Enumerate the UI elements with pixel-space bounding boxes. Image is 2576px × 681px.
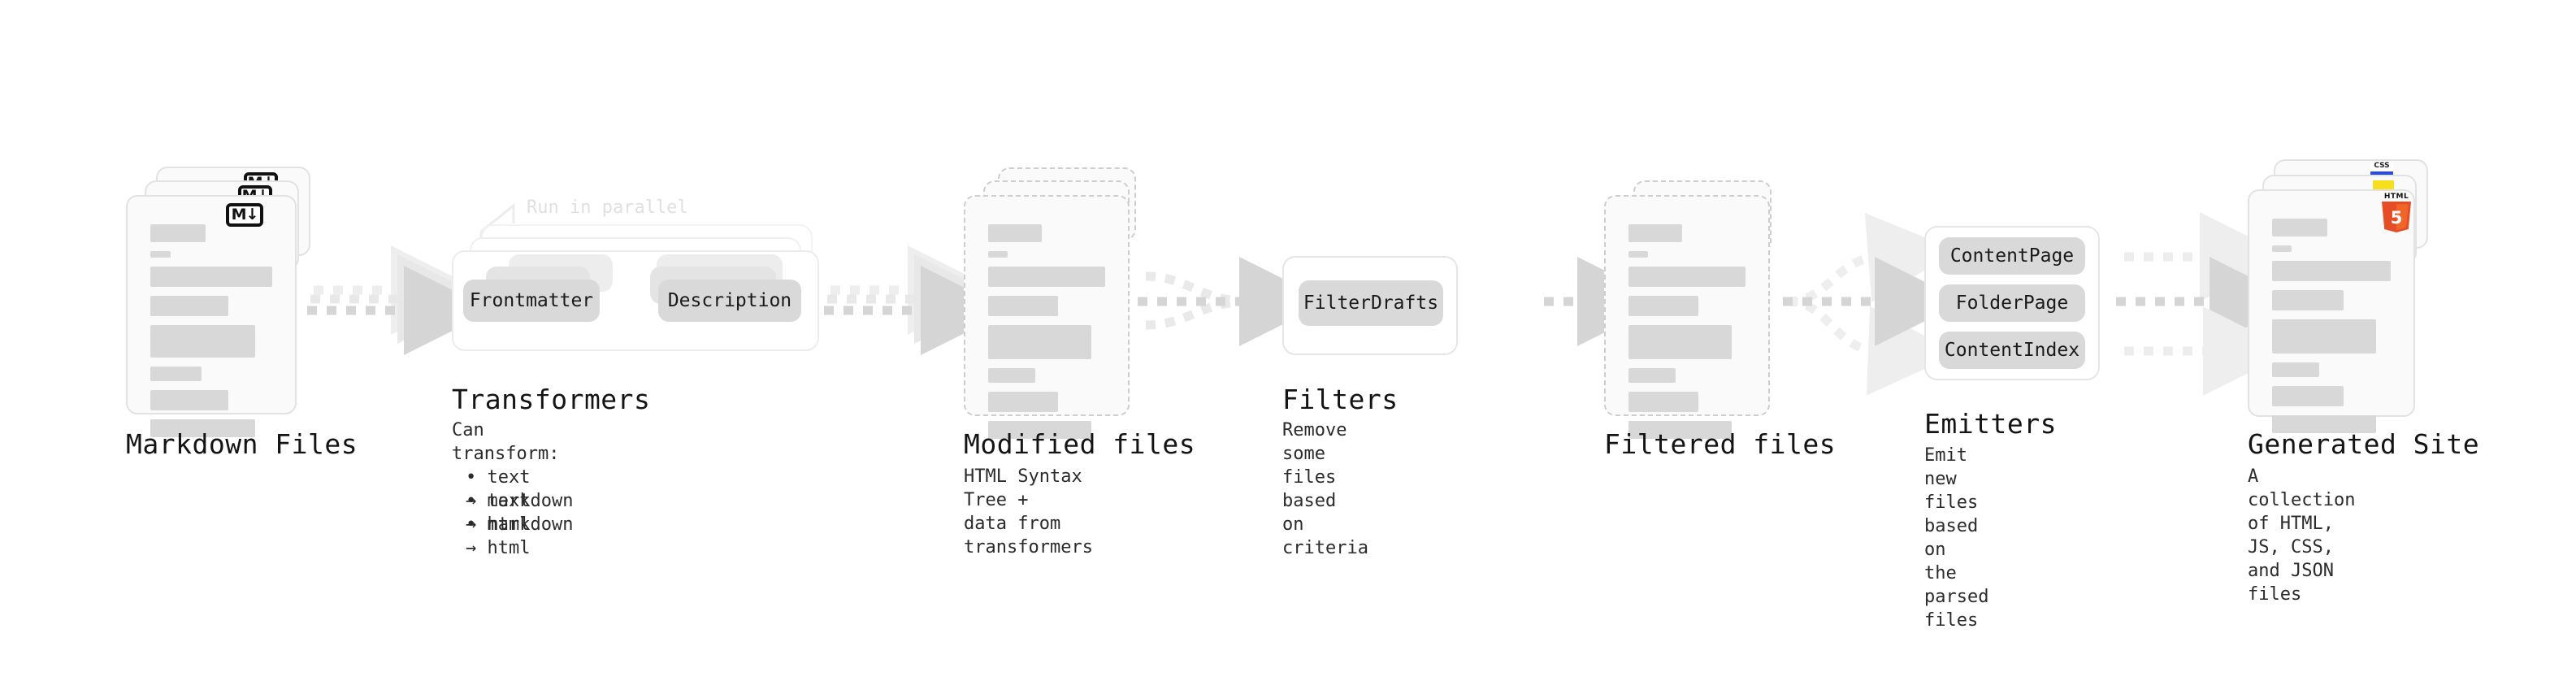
- filters-title: Filters: [1282, 384, 1399, 415]
- bullet-marker: •: [466, 467, 488, 488]
- bullet-text: markdown → markdown: [466, 491, 574, 535]
- filter-chip-filterdrafts[interactable]: FilterDrafts: [1299, 280, 1443, 326]
- html5-badge-number: 5: [2391, 208, 2403, 228]
- connector-markdown-to-transformers: [307, 245, 493, 355]
- css-badge-label: CSS: [2374, 162, 2390, 170]
- markdown-files-title: Markdown Files: [126, 428, 358, 460]
- filtered-files-title: Filtered files: [1604, 428, 1837, 460]
- modified-card-front: [964, 195, 1130, 439]
- emitter-chip-folderpage[interactable]: FolderPage: [1939, 284, 2085, 322]
- css3-badge: CSS: [2370, 163, 2393, 177]
- run-in-parallel-label: Run in parallel: [527, 197, 688, 218]
- emitter-chip-contentindex[interactable]: ContentIndex: [1939, 332, 2085, 369]
- bullet-marker: •: [466, 514, 488, 535]
- transformers-bullet-2: • html → html: [466, 489, 530, 560]
- transformers-bullet-0: • text → text: [466, 442, 530, 513]
- bullet-text: html → html: [466, 514, 531, 558]
- transformers-bullet-1: • markdown → markdown: [466, 466, 573, 536]
- filters-subtitle: Remove some files based on criteria: [1282, 420, 1368, 558]
- bullet-text: text → text: [466, 467, 531, 511]
- markdown-card-front: [126, 195, 297, 437]
- transformer-chip-description[interactable]: Description: [658, 280, 801, 322]
- emitters-title: Emitters: [1924, 408, 2057, 440]
- connector-modified-to-filters: [1138, 257, 1329, 346]
- transformers-title: Transformers: [452, 384, 651, 415]
- markdown-skeleton: [150, 224, 272, 446]
- connector-emitters-to-site: [2116, 212, 2299, 396]
- filtered-card-front: [1604, 195, 1770, 439]
- transformer-chip-frontmatter[interactable]: Frontmatter: [463, 280, 600, 322]
- modified-skeleton: [988, 224, 1105, 448]
- generated-site-title: Generated Site: [2248, 428, 2480, 460]
- emitter-chip-contentpage[interactable]: ContentPage: [1939, 237, 2085, 275]
- filtered-skeleton: [1628, 224, 1746, 448]
- site-skeleton: [2272, 219, 2391, 442]
- html5-badge-wordmark: HTML: [2383, 193, 2409, 201]
- generated-site-subtitle: A collection of HTML, JS, CSS, and JSON …: [2248, 466, 2356, 605]
- html5-badge: HTML 5: [2379, 193, 2413, 232]
- modified-files-subtitle: HTML Syntax Tree + data from transformer…: [964, 466, 1093, 557]
- bullet-marker: •: [466, 491, 488, 511]
- emitters-subtitle: Emit new files based on the parsed files: [1924, 445, 1989, 631]
- transformers-subtitle: Can transform:: [452, 420, 560, 464]
- css-badge-bar: [2370, 171, 2393, 176]
- connector-transformers-to-modified: [824, 245, 1010, 355]
- markdown-badge-front: M↓: [226, 203, 263, 227]
- connector-filtered-to-emitters: [1783, 213, 1964, 396]
- html5-shield-icon: 5: [2382, 202, 2411, 232]
- modified-files-title: Modified files: [964, 428, 1196, 460]
